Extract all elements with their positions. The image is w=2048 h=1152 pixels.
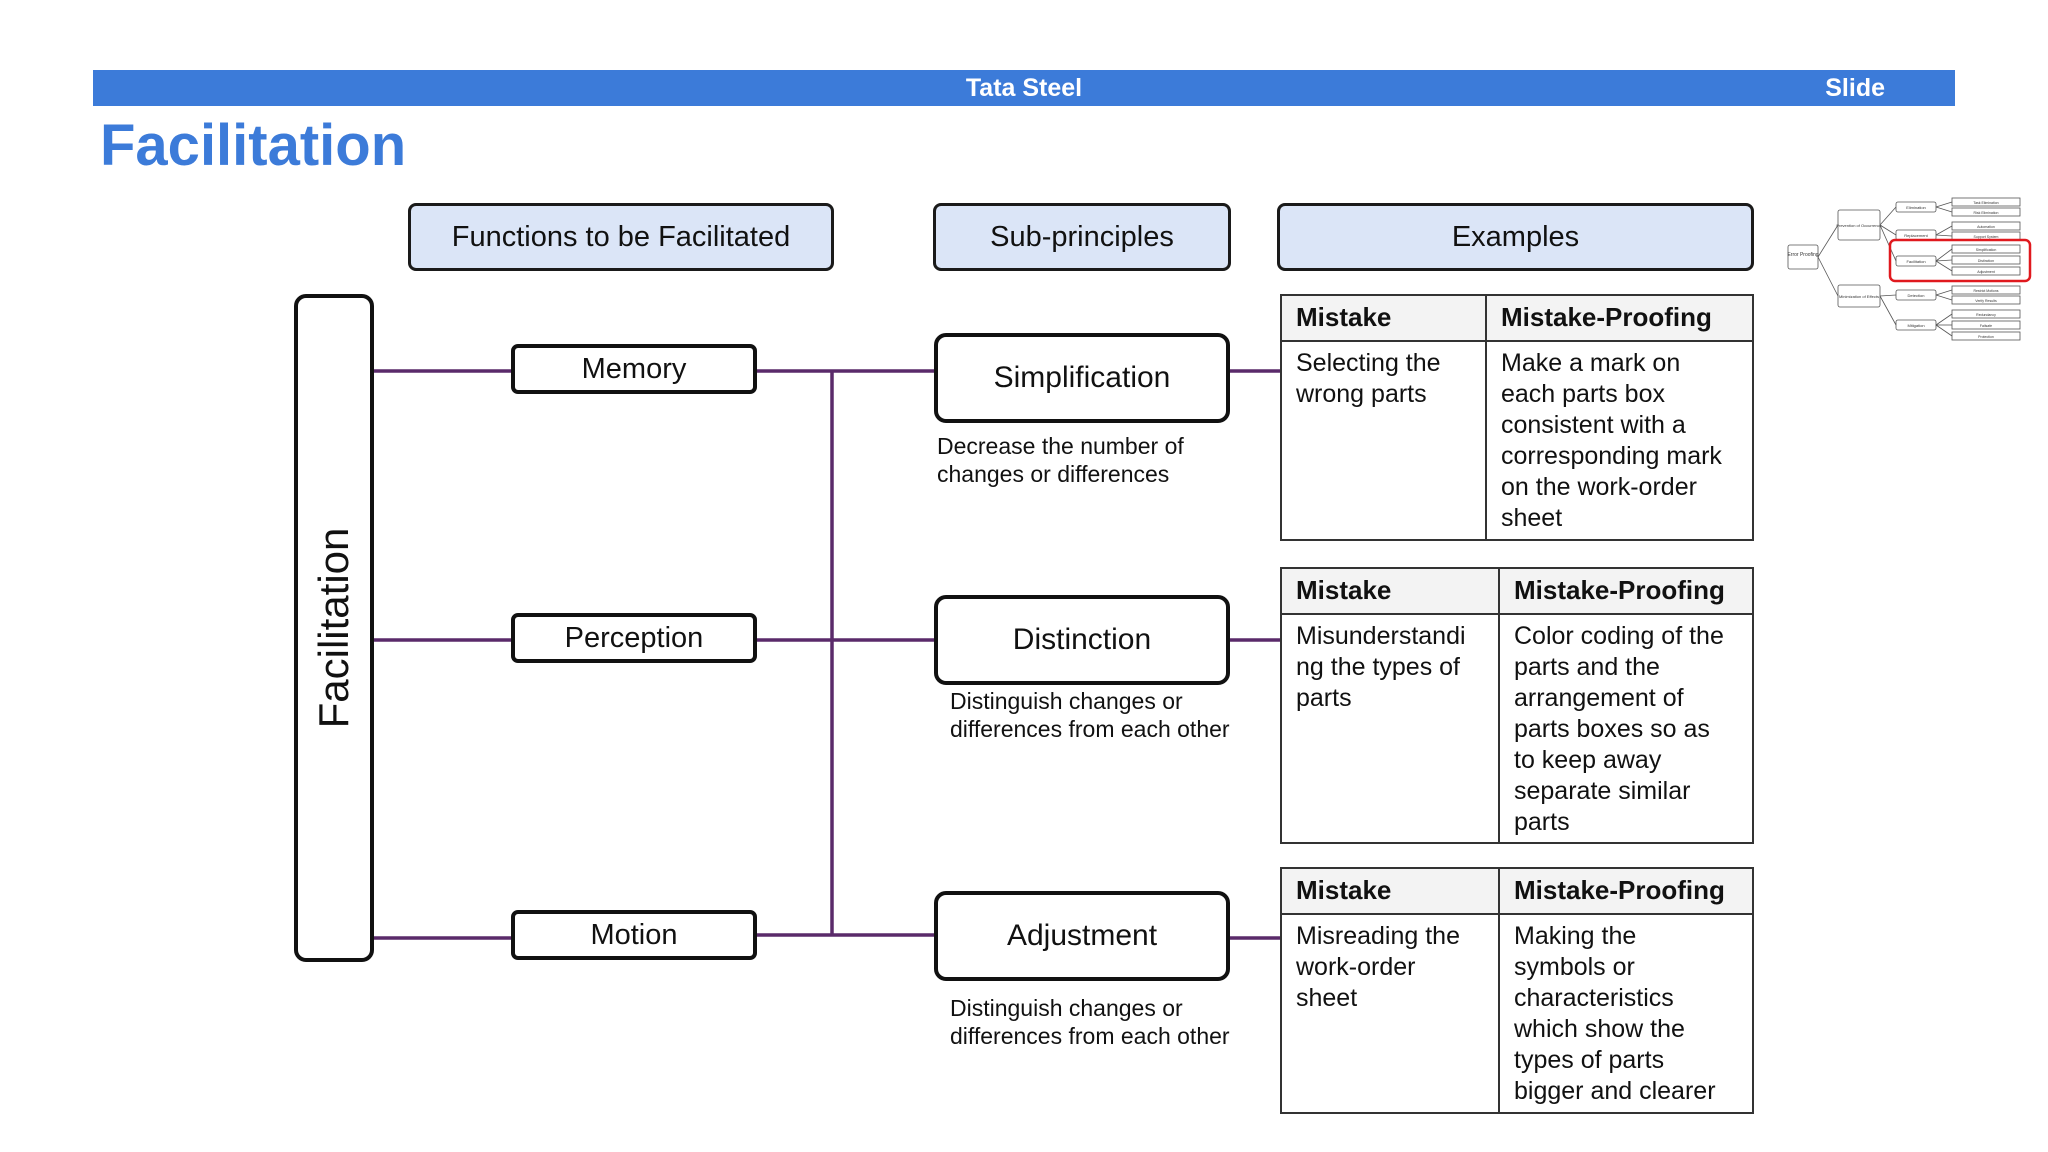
proofing-header: Mistake-Proofing — [1514, 575, 1725, 605]
svg-text:Risk Elimination: Risk Elimination — [1974, 211, 1999, 215]
svg-text:Task Elimination: Task Elimination — [1973, 201, 1998, 205]
example-table: Mistake Mistake-Proofing Selecting the w… — [1280, 294, 1754, 541]
subprinciple-label: Adjustment — [1006, 919, 1158, 952]
example-table: Mistake Mistake-Proofing Misunderstandi … — [1280, 567, 1754, 844]
function-label: Motion — [590, 918, 678, 951]
svg-text:Automation: Automation — [1977, 225, 1995, 229]
svg-text:Replacement: Replacement — [1904, 233, 1928, 238]
svg-text:Verify Results: Verify Results — [1975, 299, 1997, 303]
example-table: Mistake Mistake-Proofing Misreading the … — [1280, 867, 1754, 1114]
svg-text:Restrict Motions: Restrict Motions — [1973, 289, 1998, 293]
svg-text:Facilitation: Facilitation — [1906, 259, 1925, 264]
mini-map-diagram: Error Proofing Prevention of Occurrence … — [1787, 197, 2032, 341]
slide-label: Slide — [1825, 74, 1885, 102]
header-functions-label: Functions to be Facilitated — [451, 220, 791, 253]
subprinciple-description: Distinguish changes or differences from … — [950, 995, 1230, 1049]
proofing-header: Mistake-Proofing — [1514, 875, 1725, 905]
svg-text:Redundancy: Redundancy — [1976, 313, 1996, 317]
mistake-header: Mistake — [1282, 569, 1500, 613]
example-header-row: Mistake Mistake-Proofing — [1282, 296, 1752, 342]
mistake-header: Mistake — [1282, 296, 1487, 340]
header-functions: Functions to be Facilitated — [408, 203, 834, 271]
subprinciple-simplification: Simplification — [934, 333, 1230, 423]
header-subprinciples-label: Sub-principles — [990, 220, 1174, 253]
svg-text:Elimination: Elimination — [1906, 205, 1926, 210]
facilitation-root-box: Facilitation — [294, 294, 374, 962]
example-body-row: Misunderstandi ng the types of parts Col… — [1282, 615, 1752, 844]
mistake-cell: Misreading the work-order sheet — [1282, 915, 1500, 1114]
svg-text:Error Proofing: Error Proofing — [1787, 252, 1818, 258]
subprinciple-distinction: Distinction — [934, 595, 1230, 685]
header-examples-label: Examples — [1451, 220, 1580, 253]
svg-text:Adjustment: Adjustment — [1977, 270, 1995, 274]
example-header-row: Mistake Mistake-Proofing — [1282, 869, 1752, 915]
svg-text:Support System: Support System — [1974, 235, 1999, 239]
header-bar: Tata Steel Slide — [93, 70, 1955, 106]
example-body-row: Misreading the work-order sheet Making t… — [1282, 915, 1752, 1114]
facilitation-root-label: Facilitation — [310, 527, 357, 729]
function-label: Memory — [581, 352, 687, 385]
svg-text:Detection: Detection — [1908, 293, 1925, 298]
svg-text:Protection: Protection — [1978, 335, 1994, 339]
svg-text:Simplification: Simplification — [1976, 248, 1997, 252]
function-memory: Memory — [511, 344, 757, 394]
svg-text:Distinction: Distinction — [1978, 259, 1994, 263]
mistake-cell: Selecting the wrong parts — [1282, 342, 1487, 541]
function-perception: Perception — [511, 613, 757, 663]
proofing-cell: Color coding of the parts and the arrang… — [1514, 622, 1724, 836]
header-subprinciples: Sub-principles — [933, 203, 1231, 271]
header-examples: Examples — [1277, 203, 1754, 271]
example-body-row: Selecting the wrong parts Make a mark on… — [1282, 342, 1752, 541]
function-motion: Motion — [511, 910, 757, 960]
subprinciple-adjustment: Adjustment — [934, 891, 1230, 981]
proofing-cell: Making the symbols or characteristics wh… — [1514, 922, 1716, 1105]
subprinciple-description: Decrease the number of changes or differ… — [937, 433, 1184, 487]
mistake-header: Mistake — [1282, 869, 1500, 913]
svg-text:Minimization of Effects: Minimization of Effects — [1839, 294, 1879, 299]
example-header-row: Mistake Mistake-Proofing — [1282, 569, 1752, 615]
svg-text:Mitigation: Mitigation — [1907, 323, 1924, 328]
mistake-cell: Misunderstandi ng the types of parts — [1282, 615, 1500, 844]
subprinciple-label: Distinction — [1012, 623, 1152, 656]
subprinciple-label: Simplification — [993, 361, 1171, 394]
mini-map-highlight — [1888, 238, 2032, 283]
svg-text:Prevention of Occurrence: Prevention of Occurrence — [1836, 223, 1882, 228]
proofing-header: Mistake-Proofing — [1501, 302, 1712, 332]
svg-text:Failsafe: Failsafe — [1980, 324, 1992, 328]
subprinciple-description: Distinguish changes or differences from … — [950, 688, 1230, 742]
function-label: Perception — [564, 621, 704, 654]
proofing-cell: Make a mark on each parts box consistent… — [1501, 349, 1722, 532]
company-name: Tata Steel — [965, 74, 1083, 102]
page-title: Facilitation — [100, 113, 407, 178]
